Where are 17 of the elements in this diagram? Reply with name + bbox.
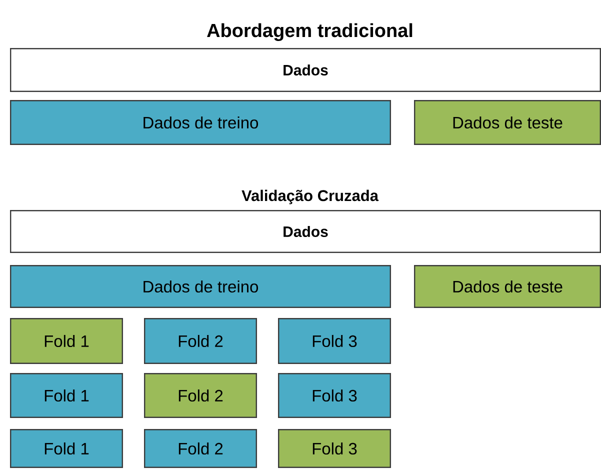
training-data-box: Dados de treino: [10, 100, 391, 145]
section-title: Validação Cruzada: [242, 190, 379, 204]
fold-box: Fold 1: [10, 318, 123, 364]
training-data-box: Dados de treino: [10, 265, 391, 308]
title: Abordagem tradicional: [207, 23, 412, 42]
fold-box: Fold 3: [278, 318, 391, 364]
fold-box: Fold 3: [278, 373, 391, 418]
fold-box: Fold 1: [10, 429, 123, 468]
fold-box: Fold 2: [144, 318, 257, 364]
fold-box: Fold 1: [10, 373, 123, 418]
fold-box: Fold 2: [144, 429, 257, 468]
data-bar: Dados: [10, 48, 601, 92]
test-data-box: Dados de teste: [414, 100, 601, 145]
fold-box: Fold 3: [278, 429, 391, 468]
data-bar: Dados: [10, 210, 601, 253]
test-data-box: Dados de teste: [414, 265, 601, 308]
fold-box: Fold 2: [144, 373, 257, 418]
